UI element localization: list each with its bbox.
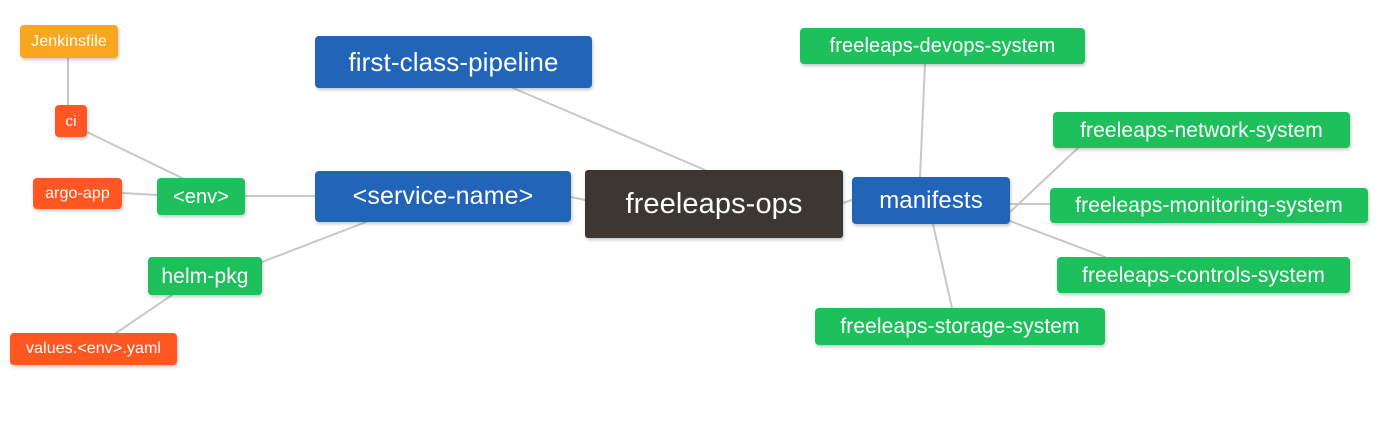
node-label: Jenkinsfile [31, 32, 107, 50]
node-label: freeleaps-network-system [1080, 118, 1323, 142]
node-label: <env> [172, 185, 230, 208]
node-freeleaps-controls-system[interactable]: freeleaps-controls-system [1057, 257, 1350, 293]
node-freeleaps-devops-system[interactable]: freeleaps-devops-system [800, 28, 1085, 64]
node-label: helm-pkg [161, 264, 249, 288]
node-first-class-pipeline[interactable]: first-class-pipeline [315, 36, 592, 88]
node-env[interactable]: <env> [157, 178, 245, 215]
node-freeleaps-monitoring-system[interactable]: freeleaps-monitoring-system [1050, 188, 1368, 223]
edge-service-name-to-helm-pkg [261, 221, 367, 263]
edge-env-to-ci [86, 131, 183, 179]
edge-freeleaps-ops-to-first-class-pipeline [512, 87, 706, 171]
node-label: argo-app [45, 184, 110, 202]
node-label: freeleaps-controls-system [1082, 263, 1325, 287]
node-label: freeleaps-ops [625, 187, 803, 220]
node-freeleaps-network-system[interactable]: freeleaps-network-system [1053, 112, 1350, 148]
node-label: freeleaps-monitoring-system [1075, 194, 1343, 217]
node-jenkinsfile[interactable]: Jenkinsfile [20, 25, 118, 58]
edge-manifests-to-freeleaps-controls-system [1009, 220, 1106, 258]
node-label: <service-name> [352, 182, 534, 210]
node-label: freeleaps-storage-system [840, 315, 1080, 338]
node-label: first-class-pipeline [348, 47, 559, 77]
node-label: ci [65, 112, 77, 130]
node-ci[interactable]: ci [55, 105, 87, 137]
edge-env-to-argo-app [121, 192, 158, 196]
node-label: manifests [879, 186, 983, 214]
node-values-env-yaml[interactable]: values.<env>.yaml [10, 333, 177, 365]
edge-manifests-to-freeleaps-devops-system [919, 63, 926, 178]
node-service-name[interactable]: <service-name> [315, 171, 571, 222]
edge-helm-pkg-to-values-env-yaml [115, 294, 173, 334]
node-label: values.<env>.yaml [25, 340, 162, 357]
edge-freeleaps-ops-to-manifests [842, 199, 853, 204]
node-freeleaps-ops[interactable]: freeleaps-ops [585, 170, 843, 238]
node-helm-pkg[interactable]: helm-pkg [148, 257, 262, 295]
edge-freeleaps-ops-to-service-name [570, 196, 586, 201]
edge-manifests-to-freeleaps-storage-system [932, 223, 953, 309]
node-label: freeleaps-devops-system [829, 35, 1056, 57]
node-freeleaps-storage-system[interactable]: freeleaps-storage-system [815, 308, 1105, 345]
node-argo-app[interactable]: argo-app [33, 178, 122, 209]
node-manifests[interactable]: manifests [852, 177, 1010, 224]
